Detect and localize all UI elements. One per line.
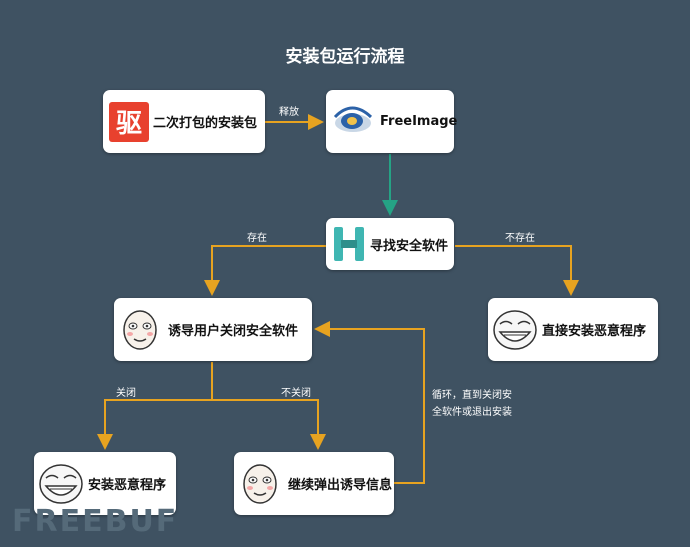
- arrow-exists: [204, 245, 328, 296]
- node-label: 继续弹出诱导信息: [288, 478, 393, 493]
- node-label: 诱导用户关闭安全软件: [168, 324, 299, 339]
- h-app-icon: [334, 227, 364, 261]
- troll-face-icon: [39, 463, 83, 504]
- node-freeimage: FreeImage: [326, 90, 458, 153]
- arrow-not-exists: [455, 245, 579, 296]
- driver-app-icon: 驱: [109, 101, 149, 142]
- node-label: 安装恶意程序: [88, 478, 167, 493]
- edge-label-loop-2: 全软件或退出安装: [432, 407, 512, 418]
- node-label: 寻找安全软件: [370, 238, 449, 254]
- freeimage-eye-icon: [333, 106, 373, 132]
- node-repacked-installer: 驱 二次打包的安装包: [103, 90, 265, 153]
- meme-face-icon: [243, 463, 277, 504]
- node-install-malware: 安装恶意程序: [34, 452, 176, 515]
- node-find-security-software: 寻找安全软件: [326, 218, 454, 270]
- arrow-loop: [314, 321, 425, 484]
- edge-label-exists: 存在: [247, 233, 267, 244]
- edge-label-not-closed: 不关闭: [281, 388, 311, 399]
- arrow-not-closed: [212, 399, 326, 450]
- freebuf-watermark: FREEBUF: [12, 504, 179, 539]
- edge-label-release: 释放: [279, 107, 299, 118]
- diagram-title: 安装包运行流程: [285, 47, 405, 67]
- node-keep-popping-lure: 继续弹出诱导信息: [234, 452, 394, 515]
- edge-label-loop-1: 循环，直到关闭安: [432, 390, 512, 401]
- arrow-closed: [97, 399, 212, 450]
- edge-label-not-exists: 不存在: [505, 233, 535, 244]
- node-label: 直接安装恶意程序: [542, 324, 647, 339]
- troll-face-icon: [493, 309, 537, 350]
- node-label: FreeImage: [380, 114, 458, 129]
- node-label: 二次打包的安装包: [153, 116, 258, 131]
- node-lure-user: 诱导用户关闭安全软件: [114, 298, 312, 361]
- meme-face-icon: [123, 309, 157, 350]
- node-install-directly: 直接安装恶意程序: [488, 298, 658, 361]
- edge-label-closed: 关闭: [116, 388, 136, 399]
